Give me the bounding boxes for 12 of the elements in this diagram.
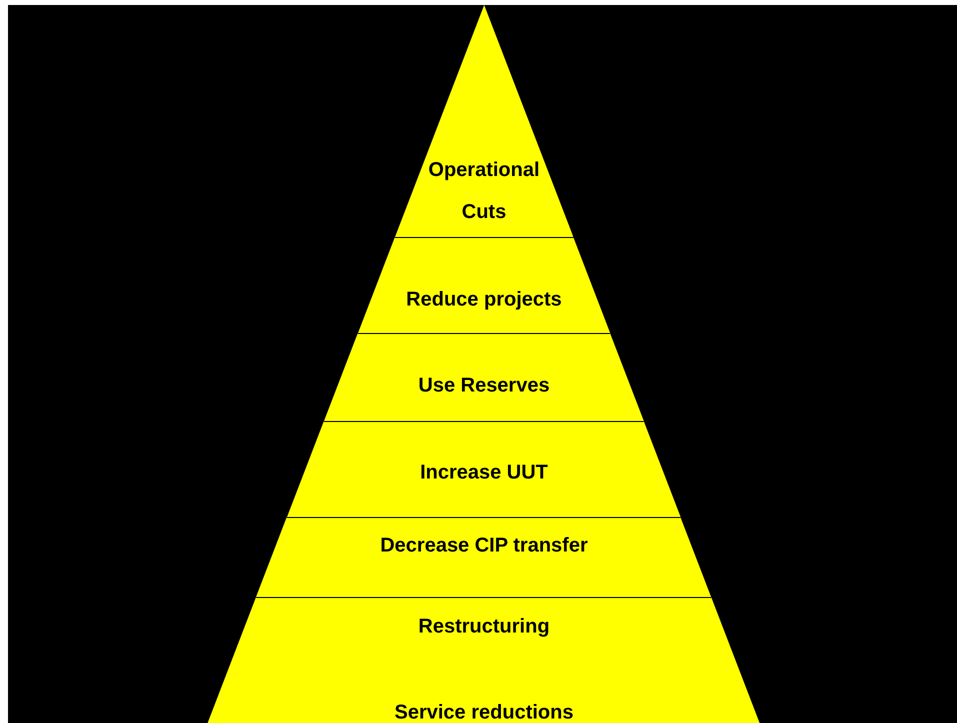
pyramid-tier: [287, 421, 681, 517]
tier-label: Restructuring: [418, 616, 550, 638]
tier-label: Increase UUT: [420, 462, 548, 484]
tier-label: Operational Cuts: [427, 158, 541, 225]
tier-label: Service reductions: [394, 702, 574, 723]
pyramid-tier: [358, 237, 610, 333]
pyramid-tier: [324, 333, 644, 421]
tier-label: Decrease CIP transfer: [380, 534, 588, 558]
pyramid-top-tier: [394, 5, 574, 237]
tier-label: Use Reserves: [418, 374, 550, 398]
tier-label: Reduce projects: [406, 288, 562, 312]
pyramid-tier: [256, 517, 712, 597]
